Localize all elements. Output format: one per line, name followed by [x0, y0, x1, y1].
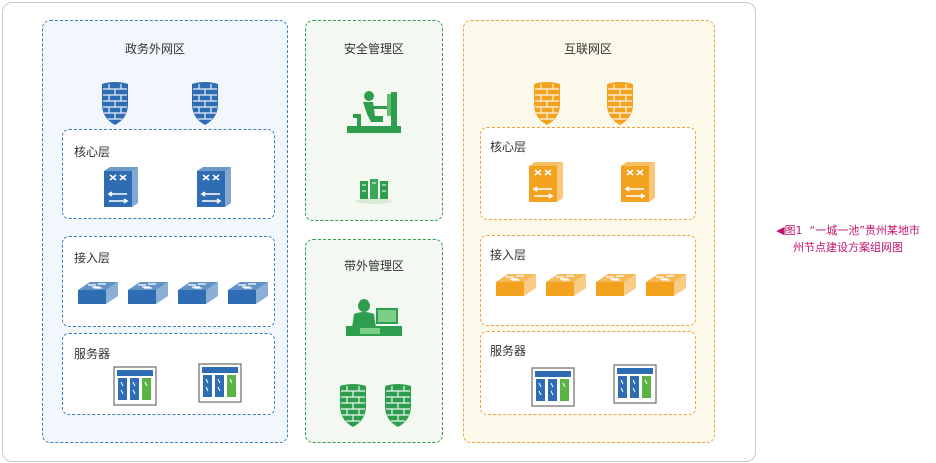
core-switch-icon: [617, 160, 657, 206]
internet-core-label: 核心层: [490, 140, 527, 154]
switch-icon: [494, 272, 538, 300]
firewall-icon: [383, 382, 413, 428]
switch-icon: [126, 280, 170, 308]
firewall-icon: [532, 80, 562, 126]
government-access-layer: [62, 236, 275, 327]
operator-icon: [346, 299, 402, 336]
government-servers-label: 服务器: [74, 347, 111, 361]
security-zone-title: 安全管理区: [343, 42, 405, 56]
firewall-icon: [605, 80, 635, 126]
internet-servers-label: 服务器: [490, 344, 527, 358]
firewall-icon: [100, 80, 130, 126]
government-access-label: 接入层: [74, 251, 111, 265]
caption-prefix: ◀图1: [776, 224, 803, 237]
government-core-label: 核心层: [74, 145, 111, 159]
internet-access-label: 接入层: [490, 248, 527, 262]
caption-text-2: 州节点建设方案组网图: [793, 241, 903, 254]
outofband-zone-title: 带外管理区: [343, 259, 405, 273]
government-core-layer: [62, 129, 275, 219]
internet-zone-title: 互联网区: [563, 42, 613, 56]
switch-icon: [176, 280, 220, 308]
caption-text-1: “一城一池”贵州某地市: [809, 224, 920, 237]
outofband-zone: [305, 239, 443, 443]
government-zone-title: 政务外网区: [124, 42, 186, 56]
workstation-icon: [347, 91, 401, 133]
security-appliance-icon: [356, 179, 392, 204]
switch-icon: [76, 280, 120, 308]
firewall-icon: [338, 382, 368, 428]
switch-icon: [644, 272, 688, 300]
core-switch-icon: [193, 165, 233, 211]
server-rack-icon: [531, 367, 575, 407]
figure-caption: ◀图1 “一城一池”贵州某地市 州节点建设方案组网图: [760, 222, 936, 256]
switch-icon: [594, 272, 638, 300]
caption-line-1: ◀图1 “一城一池”贵州某地市: [760, 222, 936, 239]
internet-core-layer: [480, 127, 696, 220]
firewall-icon: [190, 80, 220, 126]
server-rack-icon: [113, 366, 157, 406]
internet-server-area: [480, 331, 696, 415]
server-rack-icon: [198, 363, 242, 403]
switch-icon: [544, 272, 588, 300]
core-switch-icon: [525, 160, 565, 206]
core-switch-icon: [100, 165, 140, 211]
server-rack-icon: [613, 364, 657, 404]
switch-icon: [226, 280, 270, 308]
